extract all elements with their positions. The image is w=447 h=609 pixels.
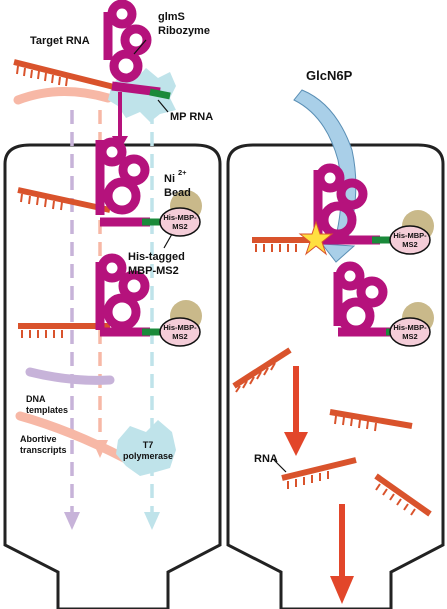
target-rna-top — [13, 59, 119, 91]
label-abortive-line2: transcripts — [20, 445, 67, 455]
t7-flow-arrowhead — [144, 512, 160, 530]
mbp-ms2-right-2 — [389, 317, 431, 347]
cleavage-star — [298, 220, 334, 256]
mbp-ms2-1-line2: MS2 — [172, 222, 187, 231]
label-dna-line2: templates — [26, 405, 68, 415]
released-rna-4 — [374, 473, 432, 517]
elution-arrow-1-head — [284, 432, 308, 456]
label-rna-leader — [273, 459, 287, 473]
released-rna-3 — [281, 457, 357, 489]
label-t7-line2: polymerase — [123, 451, 173, 461]
label-ni-line2: Bead — [164, 187, 191, 199]
right-column — [226, 143, 445, 609]
left-column — [3, 143, 222, 609]
label-glcn6p: GlcN6P — [306, 68, 353, 83]
label-glms-line1: glmS — [158, 11, 185, 23]
mbp-ms2-2-line1: His-MBP- — [163, 323, 197, 332]
label-mp-rna: MP RNA — [170, 111, 213, 123]
glcn6p-band-arrowhead — [320, 243, 356, 263]
label-ni-line1: Ni — [164, 173, 175, 185]
label-t7-line1: T7 — [143, 440, 154, 450]
mbp-ms2-right-2-line1: His-MBP- — [393, 323, 427, 332]
mbp-ms2-2-line2: MS2 — [172, 332, 187, 341]
released-rna-1 — [232, 347, 292, 393]
t7-polymerase — [116, 420, 176, 476]
glms-ribozyme-top — [103, 0, 161, 97]
abortive-transcripts — [15, 411, 129, 463]
label-dna-line1: DNA — [26, 394, 46, 404]
mbp-ms2-1 — [159, 207, 201, 237]
dna-templates — [25, 367, 115, 385]
released-rna-2 — [329, 409, 413, 432]
dna-template-flow-arrowhead — [64, 512, 80, 530]
glms-ribozyme-bound-1 — [95, 137, 150, 227]
glms-ribozyme-right-2 — [333, 261, 394, 337]
label-rna: RNA — [254, 453, 278, 465]
elution-arrow-2-head — [330, 576, 354, 604]
glms-ribozyme-right-1 — [313, 163, 380, 245]
label-target-rna: Target RNA — [30, 35, 90, 47]
mbp-ms2-right-1-line2: MS2 — [402, 240, 417, 249]
mbp-ms2-right-2-line2: MS2 — [402, 332, 417, 341]
label-glms-leader — [133, 39, 147, 55]
mbp-ms2-right-1 — [389, 225, 431, 255]
label-his-tagged-line1: His-tagged — [128, 251, 185, 263]
label-abortive-line1: Abortive — [20, 434, 57, 444]
abortive-transcript-top — [13, 87, 113, 105]
label-his-tagged-leader — [163, 233, 173, 249]
target-rna-bound-2 — [18, 323, 110, 338]
label-glms-line2: Ribozyme — [158, 25, 210, 37]
glms-ribozyme-bound-2 — [95, 253, 150, 337]
target-rna-bound-1 — [17, 187, 111, 213]
label-ni-sup: 2+ — [178, 168, 187, 177]
label-mp-rna-leader — [157, 99, 169, 113]
label-his-tagged-line2: MBP-MS2 — [128, 265, 179, 277]
mbp-ms2-1-line1: His-MBP- — [163, 213, 197, 222]
mp-rna-top — [149, 88, 171, 100]
mbp-ms2-2 — [159, 317, 201, 347]
mbp-ms2-right-1-line1: His-MBP- — [393, 231, 427, 240]
